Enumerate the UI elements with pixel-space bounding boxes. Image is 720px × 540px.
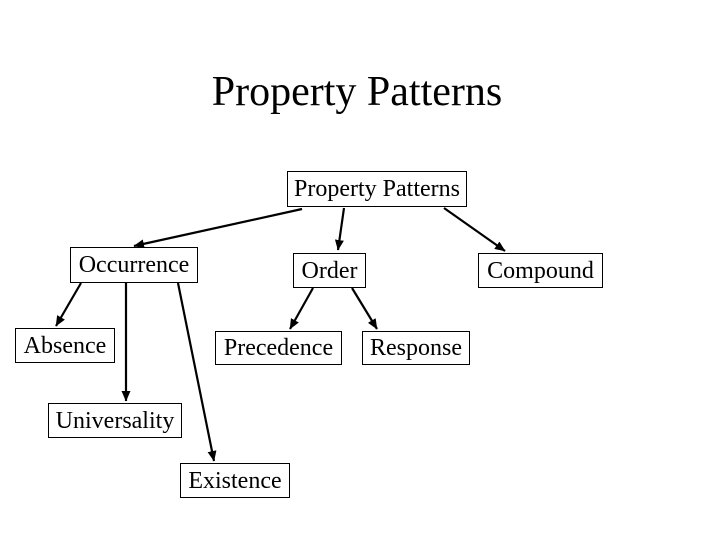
edge-order-to-response bbox=[351, 287, 378, 330]
diagram-node-universality: Universality bbox=[48, 403, 182, 438]
diagram-node-absence: Absence bbox=[15, 328, 115, 363]
diagram-node-compound: Compound bbox=[478, 253, 603, 288]
diagram-node-order: Order bbox=[293, 253, 366, 288]
slide-title: Property Patterns bbox=[211, 69, 503, 115]
diagram-node-label: Order bbox=[301, 257, 358, 284]
diagram-node-label: Occurrence bbox=[78, 252, 190, 278]
diagram-node-existence: Existence bbox=[180, 463, 290, 498]
diagram-node-label: Existence bbox=[188, 467, 282, 494]
edge-property-patterns-to-order bbox=[334, 207, 346, 251]
diagram-node-label: Universality bbox=[55, 407, 175, 434]
diagram-node-property-patterns: Property Patterns bbox=[287, 171, 467, 207]
diagram-node-label: Property Patterns bbox=[294, 176, 460, 202]
edge-occurrence-to-absence bbox=[55, 282, 82, 327]
diagram-node-label: Response bbox=[370, 335, 462, 361]
edge-property-patterns-to-occurrence bbox=[133, 207, 303, 249]
diagram-edges bbox=[55, 207, 506, 462]
edge-occurrence-to-existence bbox=[176, 282, 217, 462]
edge-order-to-precedence bbox=[289, 287, 314, 330]
diagram-node-precedence: Precedence bbox=[215, 331, 342, 365]
diagram-node-response: Response bbox=[362, 331, 470, 365]
diagram-node-label: Absence bbox=[23, 332, 107, 359]
edge-property-patterns-to-compound bbox=[443, 207, 506, 252]
diagram-node-occurrence: Occurrence bbox=[70, 247, 198, 283]
diagram-node-label: Precedence bbox=[223, 335, 334, 361]
diagram-node-label: Compound bbox=[487, 257, 594, 284]
